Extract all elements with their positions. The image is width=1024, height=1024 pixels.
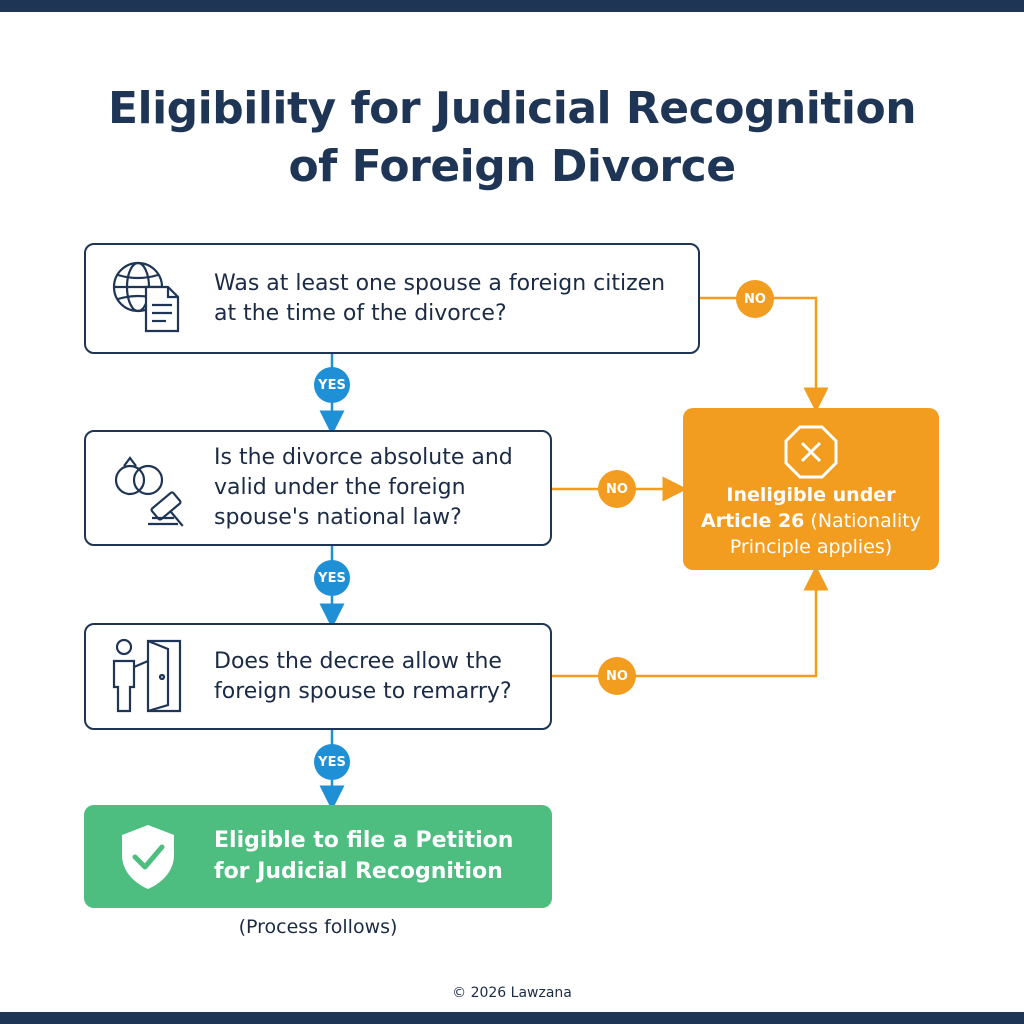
no-badge-1: NO	[736, 280, 774, 318]
title-line-2: of Foreign Divorce	[288, 141, 736, 192]
eligible-outcome-box: Eligible to file a Petition for Judicial…	[84, 805, 552, 908]
x-octagon-icon	[783, 424, 839, 484]
question-box-3: Does the decree allow the foreign spouse…	[84, 623, 552, 730]
process-follows-note: (Process follows)	[238, 916, 398, 938]
ineligible-outcome-text: Ineligible under Article 26 (Nationality…	[693, 482, 929, 560]
ineligible-outcome-bold: Ineligible under Article 26	[701, 484, 896, 532]
page-title: Eligibility for Judicial Recognition of …	[0, 80, 1024, 196]
rings-gavel-icon	[108, 444, 192, 532]
globe-document-icon	[108, 257, 188, 341]
question-text-3: Does the decree allow the foreign spouse…	[214, 648, 512, 704]
no-badge-3: NO	[598, 657, 636, 695]
no-badge-2: NO	[598, 470, 636, 508]
person-door-icon	[108, 635, 184, 719]
ineligible-outcome-rest: (Nationality Principle applies)	[729, 510, 921, 558]
yes-badge-1: YES	[314, 367, 350, 403]
shield-check-icon	[118, 823, 178, 895]
question-text-2: Is the divorce absolute and valid under …	[214, 445, 513, 530]
question-text-1: Was at least one spouse a foreign citize…	[214, 270, 666, 326]
title-line-1: Eligibility for Judicial Recognition	[107, 83, 917, 134]
bottom-accent-bar	[0, 1012, 1024, 1024]
no-connector-3	[552, 565, 829, 678]
ineligible-outcome-box: Ineligible under Article 26 (Nationality…	[683, 408, 939, 570]
yes-badge-2: YES	[314, 560, 350, 596]
question-box-2: Is the divorce absolute and valid under …	[84, 430, 552, 546]
question-box-1: Was at least one spouse a foreign citize…	[84, 243, 700, 354]
top-accent-bar	[0, 0, 1024, 12]
eligible-outcome-text: Eligible to file a Petition for Judicial…	[214, 828, 514, 884]
copyright-footer: © 2026 Lawzana	[452, 985, 572, 1001]
yes-badge-3: YES	[314, 744, 350, 780]
